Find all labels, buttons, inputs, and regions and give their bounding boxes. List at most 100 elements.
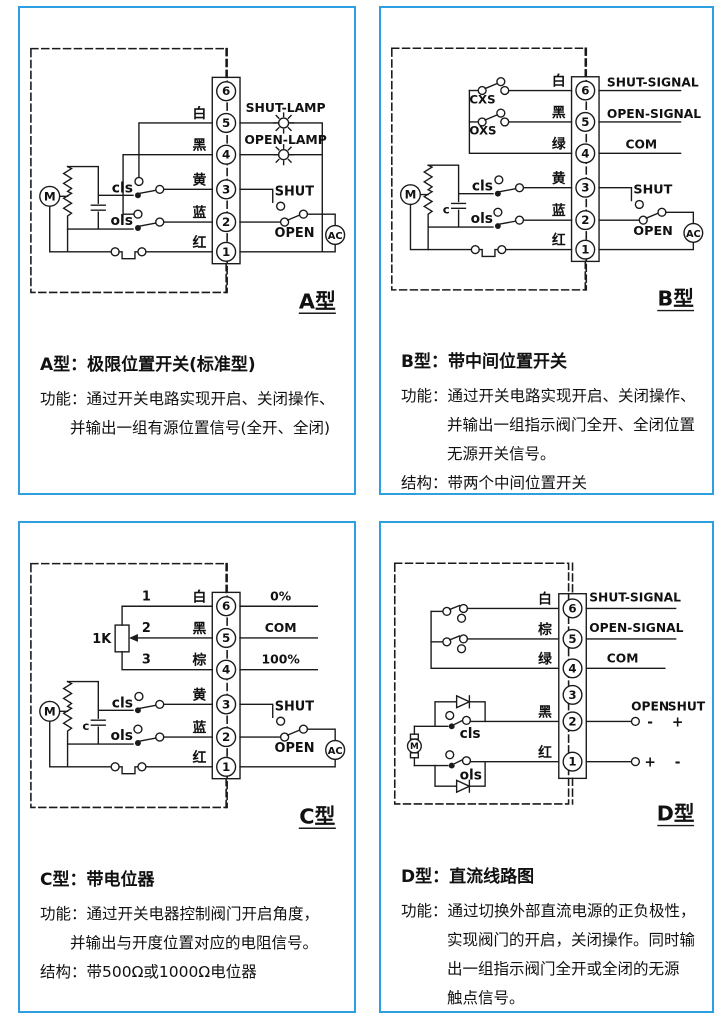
ac-source: AC bbox=[325, 739, 346, 761]
terminal-4: 4 bbox=[222, 663, 230, 677]
cls-switch: cls bbox=[413, 694, 560, 742]
panel-b-desc-line: 并输出一组指示阀门全开、全闭位置 bbox=[447, 416, 696, 435]
cxs-switch: CXS bbox=[468, 77, 573, 106]
wiring-diagram-d: 6 5 4 3 2 1 白 棕 绿 黑 红 bbox=[393, 562, 706, 827]
panel-c-title: C型：带电位器 bbox=[40, 870, 155, 891]
open-header-label: OPEN bbox=[631, 700, 669, 714]
shut-signal-label: SHUT-SIGNAL bbox=[589, 591, 681, 605]
panel-b-desc-line: 无源开关信号。 bbox=[447, 445, 556, 464]
terminal-6: 6 bbox=[222, 599, 230, 613]
open-signal-label: OPEN-SIGNAL bbox=[607, 107, 701, 121]
type-badge: B型 bbox=[657, 287, 694, 311]
panel-d-desc-line: 出一组指示阀门全开或全闭的无源 bbox=[447, 960, 680, 979]
diode-icon bbox=[455, 779, 472, 794]
wire-label-yellow: 黄 bbox=[192, 686, 206, 703]
oxs-label: OXS bbox=[469, 124, 496, 138]
signal-switch-2 bbox=[430, 634, 560, 654]
ac-label: AC bbox=[328, 746, 343, 757]
thermal-protector-icon bbox=[470, 245, 507, 258]
wire-label-blue: 蓝 bbox=[552, 202, 566, 219]
wire-label-red: 红 bbox=[192, 749, 206, 766]
ols-switch: ols bbox=[471, 207, 525, 229]
terminal-4: 4 bbox=[581, 146, 589, 160]
terminal-6: 6 bbox=[581, 83, 589, 97]
actuator-enclosure-dashed-box bbox=[30, 47, 228, 294]
open-label: OPEN bbox=[275, 741, 315, 756]
thermal-protector-icon bbox=[110, 247, 147, 260]
shut-contact: SHUT bbox=[239, 184, 315, 211]
ac-source: AC bbox=[683, 222, 704, 243]
thermal-protector-icon bbox=[110, 762, 147, 775]
wire-label-white: 白 bbox=[552, 73, 566, 90]
capacitor-label: c bbox=[443, 202, 450, 216]
terminal-6: 6 bbox=[568, 601, 576, 615]
panel-b-text: B型：带中间位置开关 功能：通过开关电路实现开启、关闭操作、 并输出一组指示阀门… bbox=[401, 347, 700, 498]
oxs-switch: OXS bbox=[468, 108, 573, 138]
motor-assembly: c M bbox=[39, 680, 147, 775]
diode-icon bbox=[455, 694, 472, 709]
shut-contact: SHUT bbox=[598, 183, 673, 210]
com-label: COM bbox=[607, 651, 639, 665]
pot-pin3-label: 3 bbox=[142, 653, 151, 668]
wire-label-yellow: 黄 bbox=[552, 170, 566, 187]
type-badge: C型 bbox=[299, 804, 335, 828]
wire-label-black: 黑 bbox=[192, 621, 206, 637]
ols-switch: ols bbox=[110, 724, 165, 746]
open-lamp-icon bbox=[273, 144, 295, 166]
shut-lamp-icon bbox=[273, 112, 295, 134]
motor-label: M bbox=[44, 704, 56, 718]
wiring-diagram-a: 6 5 4 3 2 1 白 黑 黄 蓝 红 cls ols bbox=[30, 47, 346, 314]
cls-label: cls bbox=[472, 179, 493, 195]
panel-d-desc-line: 触点信号。 bbox=[447, 989, 525, 1008]
signal-switch-1 bbox=[430, 603, 560, 623]
dc-open-shut-terminals: - + + - bbox=[585, 714, 684, 771]
cls-switch: cls bbox=[472, 175, 525, 197]
ac-label: AC bbox=[686, 229, 701, 240]
ols-label: ols bbox=[110, 728, 133, 744]
cls-label: cls bbox=[112, 695, 133, 711]
motor-assembly: M bbox=[39, 165, 147, 260]
terminal-strip: 6 5 4 3 2 1 bbox=[211, 76, 241, 265]
panel-b-title: B型：带中间位置开关 bbox=[401, 352, 567, 373]
open-lamp-label: OPEN-LAMP bbox=[244, 133, 326, 147]
open-contact: OPEN bbox=[598, 207, 695, 239]
wiring-diagram-b: 6 5 4 3 2 1 白 黑 绿 黄 蓝 红 CXS bbox=[391, 47, 704, 312]
polarity-plus: + bbox=[672, 714, 684, 730]
cxs-label: CXS bbox=[469, 92, 495, 106]
ols-switch: ols bbox=[413, 750, 560, 794]
panel-d-desc-line: 功能：通过切换外部直流电源的正负极性， bbox=[401, 902, 696, 921]
terminal-4: 4 bbox=[222, 148, 230, 162]
com-label: COM bbox=[625, 137, 657, 151]
open-contact: OPEN bbox=[239, 724, 336, 756]
wire-label-white: 白 bbox=[192, 105, 206, 122]
actuator-enclosure-dashed-box bbox=[393, 562, 570, 805]
terminal-3: 3 bbox=[581, 181, 589, 195]
motor-label: M bbox=[410, 742, 419, 752]
panel-c-desc-line: 结构：带500Ω或1000Ω电位器 bbox=[40, 963, 257, 982]
ols-label: ols bbox=[110, 213, 133, 229]
panel-d: 6 5 4 3 2 1 白 棕 绿 黑 红 bbox=[379, 521, 714, 1013]
shut-label: SHUT bbox=[633, 183, 672, 198]
shut-signal-label: SHUT-SIGNAL bbox=[607, 76, 699, 90]
terminal-5: 5 bbox=[568, 632, 576, 646]
wire-label-red: 红 bbox=[538, 744, 552, 761]
panel-a-text: A型：极限位置开关(标准型) 功能：通过开关电路实现开启、关闭操作、 并输出一组… bbox=[40, 350, 342, 443]
panel-b: 6 5 4 3 2 1 白 黑 绿 黄 蓝 红 CXS bbox=[379, 6, 714, 495]
shut-header-label: SHUT bbox=[668, 700, 706, 714]
wire-label-white: 白 bbox=[192, 588, 206, 605]
wiper-arrow-icon bbox=[129, 634, 138, 642]
dc-motor-icon: M bbox=[406, 725, 422, 767]
wire-label-green: 绿 bbox=[552, 135, 566, 152]
cls-switch: cls bbox=[112, 691, 165, 714]
ac-label: AC bbox=[328, 231, 343, 242]
open-signal-label: OPEN-SIGNAL bbox=[589, 621, 683, 635]
shut-label: SHUT bbox=[275, 184, 315, 199]
panel-c: 6 5 4 3 2 1 白 黑 棕 黄 蓝 红 1K 1 2 3 bbox=[18, 521, 356, 1013]
actuator-enclosure-dashed-box bbox=[30, 562, 228, 809]
ols-label: ols bbox=[460, 767, 482, 783]
cls-label: cls bbox=[112, 180, 133, 196]
capacitor-label: c bbox=[82, 719, 89, 733]
type-badge: D型 bbox=[657, 802, 695, 826]
pct100-label: 100% bbox=[262, 653, 300, 667]
cls-switch: cls bbox=[112, 176, 165, 199]
